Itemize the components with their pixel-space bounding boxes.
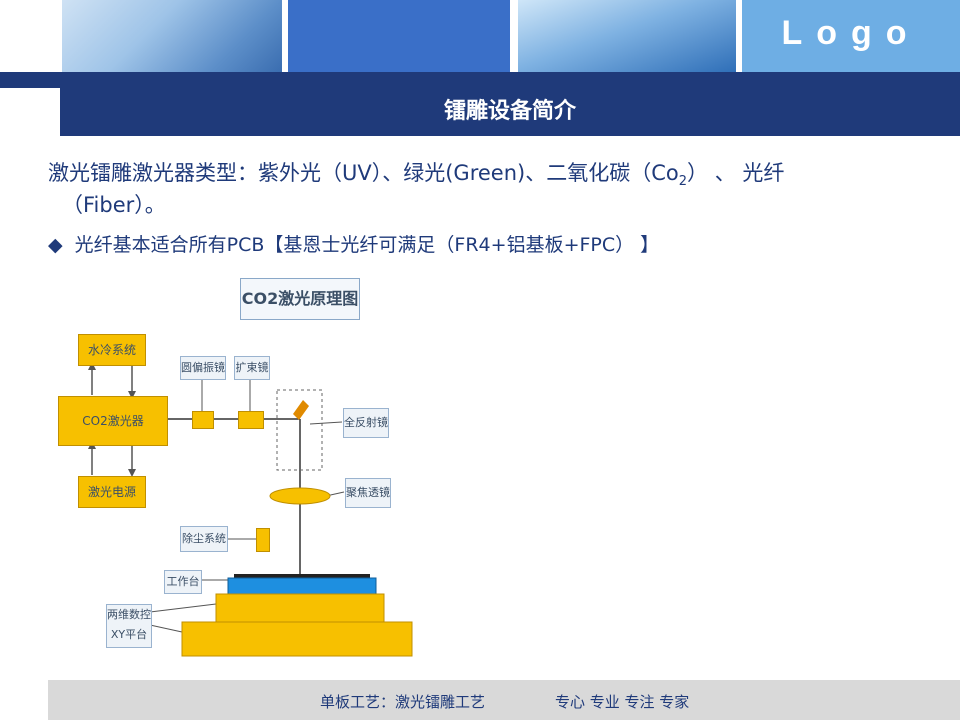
leader-mirror	[309, 421, 343, 425]
xy-stage-upper	[215, 593, 385, 623]
xy-stage-lower	[181, 621, 413, 657]
dust-system-label: 除尘系统	[180, 526, 228, 552]
laser-types-continuation: （Fiber）。	[62, 193, 166, 217]
xy-platform-label-line2: XY平台	[110, 628, 148, 641]
header-strip	[0, 72, 960, 88]
circular-lens-label: 圆偏振镜	[180, 356, 226, 380]
header-banner-image-2	[288, 0, 510, 72]
xy-platform-label-line1: 两维数控	[107, 608, 151, 621]
footer-left-text: 单板工艺：激光镭雕工艺	[320, 693, 486, 711]
footer-bar	[48, 680, 960, 720]
arrow-head-up-1	[88, 362, 96, 370]
co2-laser-box: CO2激光器	[58, 396, 168, 446]
workpiece	[234, 574, 370, 578]
footer-right-text: 专心 专业 专注 专家	[555, 693, 690, 711]
leader-xy-1	[149, 603, 217, 613]
fiber-bullet-text: 光纤基本适合所有PCB【基恩士光纤可满足（FR4+铝基板+FPC） 】	[74, 234, 660, 256]
laser-types-text-end: ） 、 光纤	[687, 161, 785, 185]
dust-system-shape	[256, 528, 270, 552]
circular-lens-shape	[192, 411, 214, 429]
laser-types-paragraph: 激光镭雕激光器类型：紫外光（UV）、绿光(Green)、二氧化碳（Co2） 、 …	[48, 158, 928, 197]
mirror-housing	[276, 389, 323, 471]
header-banner-image-1	[62, 0, 282, 72]
leader-xy-2	[149, 624, 183, 633]
focus-lens-label: 聚焦透镜	[345, 478, 391, 508]
co2-subscript: 2	[678, 174, 688, 190]
laser-types-text: 激光镭雕激光器类型：紫外光（UV）、绿光(Green)、二氧化碳（Co	[48, 161, 679, 185]
header-banner-image-4	[742, 0, 960, 72]
diagram-title: CO2激光原理图	[240, 278, 360, 320]
beam-expander-shape	[238, 411, 264, 429]
mirror-shape	[293, 400, 309, 420]
focus-lens-shape	[269, 487, 331, 505]
laser-power-box: 激光电源	[78, 476, 146, 508]
arrow-head-down-2	[128, 469, 136, 477]
beam-expander-label: 扩束镜	[234, 356, 270, 380]
logo: Logo	[781, 14, 921, 52]
water-cool-box: 水冷系统	[78, 334, 146, 366]
header-banner-image-3	[518, 0, 736, 72]
diamond-bullet-icon: ◆	[48, 234, 63, 256]
fiber-bullet: ◆ 光纤基本适合所有PCB【基恩士光纤可满足（FR4+铝基板+FPC） 】	[48, 230, 659, 257]
title-bar	[60, 88, 960, 136]
xy-platform-label: 两维数控 XY平台	[106, 604, 152, 648]
work-table-label: 工作台	[164, 570, 202, 594]
mirror-label: 全反射镜	[343, 408, 389, 438]
slide-title: 镭雕设备简介	[443, 99, 576, 124]
work-table-shape	[227, 577, 377, 595]
arrow-head-down-1	[128, 391, 136, 399]
